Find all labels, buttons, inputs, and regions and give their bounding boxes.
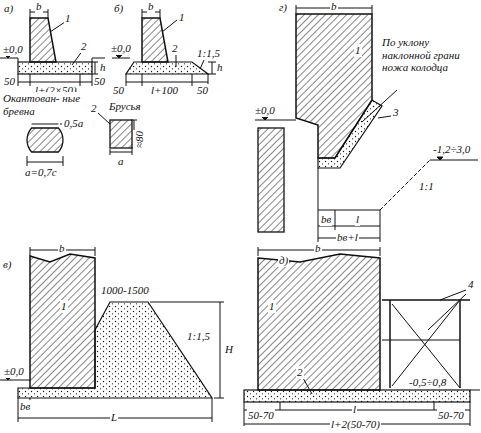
dimension-label: 1: [354, 44, 362, 57]
dimension-label: ±0,0: [2, 43, 24, 56]
dimension-label: 0,5a: [63, 117, 84, 130]
dimension-label: b: [330, 0, 338, 13]
dimension-label: b: [58, 242, 66, 255]
dimension-label: 1:1,5: [186, 330, 211, 343]
dimension-label: bв: [19, 400, 31, 413]
dimension-label: 1:1: [418, 180, 435, 193]
panel-v: [0, 247, 224, 422]
dimension-label: 1:1,5: [196, 47, 221, 60]
dimension-label: ±0,0: [3, 365, 25, 378]
dimension-label: h: [216, 61, 224, 74]
dimension-label: 3: [392, 106, 400, 119]
dimension-label: L: [110, 411, 118, 424]
dimension-label: b: [314, 242, 322, 255]
dimension-label: 50: [112, 84, 125, 97]
dimension-label: l: [352, 403, 357, 416]
dimension-label: 50-70: [247, 409, 275, 422]
dimension-label: 1: [268, 300, 276, 313]
dimension-label: а): [3, 2, 14, 15]
dimension-label: 50-70: [437, 409, 465, 422]
dimension-label: д): [278, 254, 289, 267]
dimension-label: 50: [3, 75, 16, 88]
dimension-label: Брусья: [108, 100, 142, 113]
dimension-label: ±0,0: [110, 42, 132, 55]
dimension-label: 1000-1500: [100, 284, 150, 297]
dimension-label: h: [99, 61, 107, 74]
dimension-label: в): [2, 258, 12, 271]
dimension-label: 2: [171, 42, 179, 55]
dimension-label: 1: [64, 12, 72, 25]
dimension-label: 50: [93, 75, 106, 88]
dimension-label: По уклону наклонной грани ножа колодца: [381, 36, 479, 74]
dimension-label: l+2(50-70): [330, 418, 381, 431]
dimension-label: ≈80: [133, 130, 146, 149]
dimension-label: bв+l: [336, 231, 359, 244]
dimension-label: a=0,7c: [24, 166, 58, 179]
dimension-label: 2: [296, 366, 304, 379]
dimension-label: -1,2÷3,0: [432, 143, 471, 156]
dimension-label: b: [35, 0, 43, 13]
panel-g: [255, 5, 478, 242]
dimension-label: 2: [90, 102, 98, 115]
panel-d: [244, 247, 480, 426]
dimension-label: ±0,0: [254, 104, 276, 117]
dimension-label: bв: [320, 213, 332, 226]
dimension-label: г): [278, 1, 288, 14]
dimension-label: -0,5÷0,8: [408, 376, 447, 389]
dimension-label: 1: [60, 300, 68, 313]
dimension-label: H: [224, 343, 234, 356]
dimension-label: Окантован- ные бревна: [2, 92, 92, 117]
dimension-label: 2: [80, 40, 88, 53]
dimension-label: 1: [178, 11, 186, 24]
dimension-label: a: [117, 155, 125, 168]
dimension-label: b: [147, 0, 155, 13]
dimension-label: l+100: [150, 84, 179, 97]
dimension-label: б): [113, 2, 124, 15]
dimension-label: 50: [196, 84, 209, 97]
dimension-label: 4: [467, 278, 475, 291]
dimension-label: l: [355, 213, 360, 226]
